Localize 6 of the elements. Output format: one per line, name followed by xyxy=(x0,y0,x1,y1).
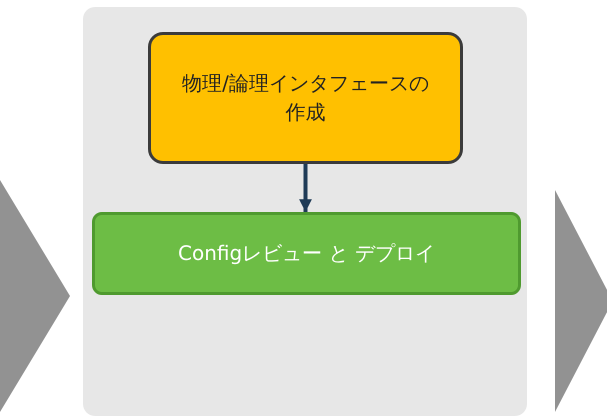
chevron-shape xyxy=(555,190,607,412)
process-box: 物理/論理インタフェースの作成 xyxy=(148,32,463,164)
panel xyxy=(83,7,527,416)
arrow xyxy=(299,164,312,212)
chevron-shape xyxy=(0,180,70,412)
process-box: Configレビュー と デプロイ xyxy=(92,212,521,295)
